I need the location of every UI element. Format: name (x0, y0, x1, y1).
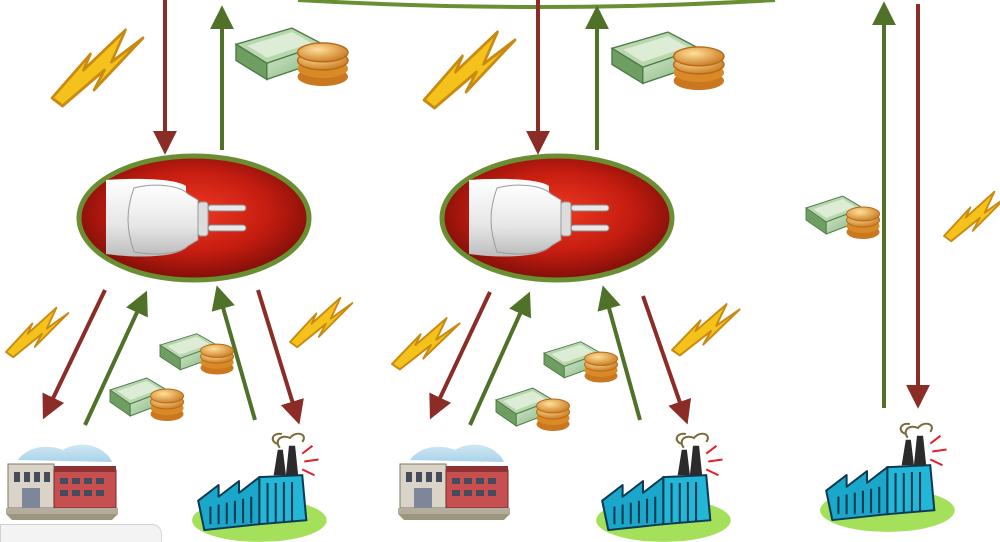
power-flow-arrow (641, 295, 692, 425)
lightning-bolt-icon (390, 317, 461, 371)
power-flow-arrow (429, 291, 492, 420)
money-cash-coins-icon (159, 333, 235, 376)
money-cash-coins-icon (805, 195, 881, 240)
money-flow-arrow (211, 285, 257, 421)
factory-icon (595, 432, 732, 542)
power-plug-icon (79, 156, 309, 280)
building-icon (5, 444, 119, 521)
cluster-middle (390, 0, 741, 542)
slide-panel-corner (0, 524, 162, 542)
money-flow-arrow (597, 285, 642, 421)
power-flow-arrow (256, 289, 304, 425)
money-cash-coins-icon (495, 387, 571, 432)
money-cash-coins-icon (611, 31, 725, 91)
factory-icon (191, 432, 328, 542)
money-flow-arrow (468, 291, 532, 426)
money-cash-coins-icon (235, 27, 349, 87)
lightning-bolt-icon (5, 306, 70, 359)
lightning-bolt-icon (670, 303, 741, 357)
lightning-bolt-icon (943, 190, 1000, 243)
money-cash-coins-icon (109, 377, 185, 422)
power-flow-arrow (42, 289, 107, 420)
cluster-left (5, 0, 354, 542)
building-icon (397, 444, 511, 521)
lightning-bolt-icon (422, 30, 517, 110)
money-flow-arrow (83, 290, 148, 426)
cluster-right (805, 1, 1000, 533)
power-plug-icon (442, 156, 672, 280)
money-cash-coins-icon (543, 341, 619, 384)
lightning-bolt-icon (289, 296, 354, 349)
lightning-bolt-icon (50, 28, 145, 108)
factory-icon (819, 422, 956, 533)
